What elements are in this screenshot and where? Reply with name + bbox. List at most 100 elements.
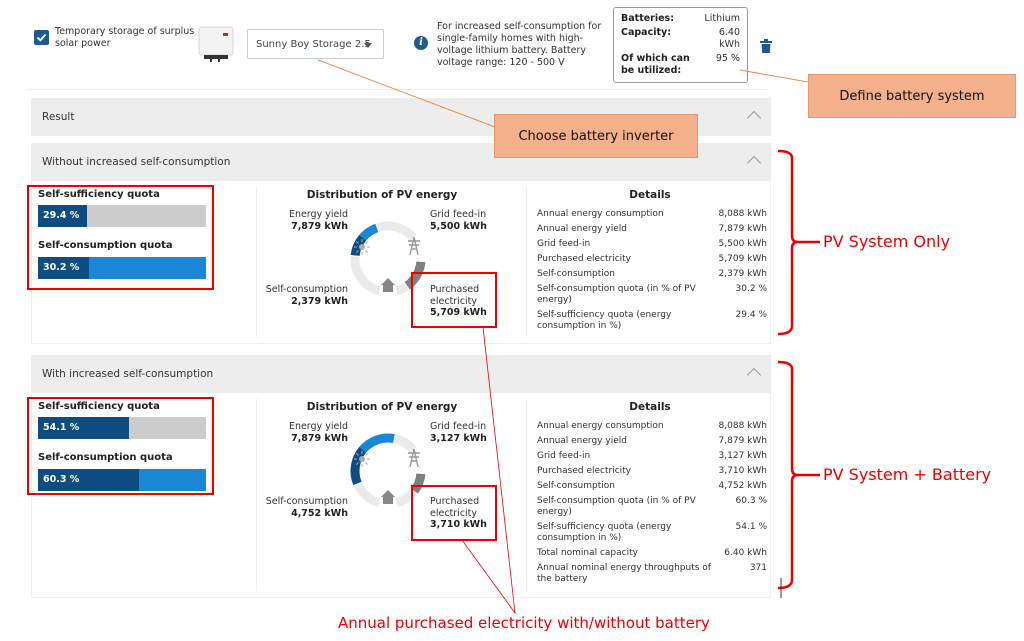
distribution-title: Distribution of PV energy — [306, 189, 458, 201]
details-value: 6.40 kWh — [724, 548, 767, 558]
pv-feed-in-arc — [376, 221, 417, 241]
grid-feed-caption: Grid feed-in — [430, 421, 487, 432]
section-header-with[interactable]: With increased self-consumption — [31, 355, 771, 393]
details-title: Details — [629, 189, 671, 201]
details-label: Grid feed-in — [537, 451, 591, 461]
details-value: 2,379 kWh — [718, 269, 767, 279]
self-sufficiency-label: Self-sufficiency quota — [38, 189, 160, 200]
info-icon[interactable]: i — [414, 36, 428, 50]
section-panel-without: Self-sufficiency quota 29.4 % Self-consu… — [31, 181, 771, 344]
battery-inverter-select[interactable]: Sunny Boy Storage 2.5 — [247, 29, 384, 59]
energy-yield-value: 7,879 kWh — [291, 432, 348, 444]
details-value: 7,879 kWh — [718, 436, 767, 446]
battery-summary-box: Batteries: Lithium Capacity: 6.40 kWh Of… — [613, 7, 748, 83]
chevron-down-icon — [364, 43, 372, 48]
self-sufficiency-label: Self-sufficiency quota — [38, 401, 160, 412]
chevron-up-icon[interactable] — [746, 367, 762, 383]
energy-yield-label: Energy yield 7,879 kWh — [262, 421, 348, 444]
purchased-remaining-arc — [395, 488, 418, 508]
divider — [526, 399, 527, 591]
details-label: Self-consumption quota (in % of PV energ… — [537, 284, 696, 305]
battery-type-row: Batteries: Lithium — [621, 13, 740, 25]
pv-only-annotation: PV System Only — [823, 232, 951, 251]
self-sufficiency-fill — [38, 205, 88, 227]
self-sufficiency-value: 29.4 % — [43, 210, 80, 221]
pv-self-consumed-arc — [359, 223, 379, 241]
energy-yield-label: Energy yield 7,879 kWh — [262, 209, 348, 232]
details-value: 30.2 % — [735, 284, 767, 294]
details-value: 60.3 % — [735, 496, 767, 506]
storage-checkbox-label: Temporary storage of surplus solar power — [55, 26, 195, 49]
section-panel-with: Self-sufficiency quota 54.1 % Self-consu… — [31, 393, 771, 598]
consumption-remaining-arc — [353, 482, 381, 508]
self-consumption-fill — [38, 469, 140, 491]
choose-inverter-callout: Choose battery inverter — [494, 114, 698, 158]
battery-usable-value: 95 % — [715, 53, 740, 64]
battery-usable-label: Of which can be utilized: — [621, 53, 690, 76]
details-row: Self-sufficiency quota (energy consumpti… — [537, 522, 767, 544]
details-label: Self-consumption quota (in % of PV energ… — [537, 496, 696, 517]
check-icon — [36, 33, 47, 42]
pv-battery-bracket — [777, 360, 820, 590]
pv-self-consumed-arc — [359, 433, 395, 453]
details-value: 8,088 kWh — [718, 421, 767, 431]
details-label: Total nominal capacity — [537, 548, 638, 558]
details-row: Annual energy consumption 8,088 kWh — [537, 209, 767, 220]
purchased-caption: Purchased electricity — [430, 496, 480, 519]
details-label: Annual energy consumption — [537, 209, 664, 219]
storage-checkbox[interactable] — [34, 30, 49, 45]
pv-distribution-ring — [350, 433, 426, 508]
battery-inverter-image — [196, 24, 240, 64]
details-row: Self-consumption quota (in % of PV energ… — [537, 496, 767, 518]
details-label: Annual energy yield — [537, 436, 627, 446]
details-value: 4,752 kWh — [718, 481, 767, 491]
self-consumption-value: 30.2 % — [43, 262, 80, 273]
details-label: Self-sufficiency quota (energy consumpti… — [537, 310, 672, 331]
divider — [256, 187, 257, 337]
details-label: Self-consumption — [537, 269, 615, 279]
battery-type-label: Batteries: — [621, 13, 675, 24]
details-title: Details — [629, 401, 671, 413]
details-label: Annual nominal energy throughputs of the… — [537, 563, 711, 584]
purchased-caption: Purchased electricity — [430, 284, 480, 307]
pv-feed-in-arc — [393, 434, 417, 453]
details-row: Annual energy yield 7,879 kWh — [537, 436, 767, 447]
details-label: Annual energy yield — [537, 224, 627, 234]
self-consumption-bar: 60.3 % — [38, 469, 206, 491]
energy-yield-value: 7,879 kWh — [291, 220, 348, 232]
pv-distribution-ring — [350, 221, 426, 296]
self-sufficiency-fill — [38, 417, 129, 439]
purchased-remaining-arc — [395, 282, 409, 296]
details-label: Annual energy consumption — [537, 421, 664, 431]
details-row: Total nominal capacity 6.40 kWh — [537, 548, 767, 559]
details-label: Self-sufficiency quota (energy consumpti… — [537, 522, 672, 543]
chevron-up-icon[interactable] — [746, 110, 762, 126]
pv-battery-annotation: PV System + Battery — [823, 465, 992, 484]
details-label: Self-consumption — [537, 481, 615, 491]
distribution-title: Distribution of PV energy — [306, 401, 458, 413]
purchased-highlight-box — [411, 272, 497, 328]
self-consumption-caption: Self-consumption — [265, 284, 348, 295]
details-label: Purchased electricity — [537, 254, 631, 264]
self-consumption-label: Self-consumption quota — [38, 452, 173, 463]
details-value: 5,500 kWh — [718, 239, 767, 249]
self-consumption-caption: Self-consumption — [265, 496, 348, 507]
purchased-electricity-arc — [404, 261, 426, 290]
pv-only-bracket — [777, 149, 820, 336]
chevron-up-icon[interactable] — [746, 155, 762, 171]
divider — [526, 187, 527, 337]
details-value: 8,088 kWh — [718, 209, 767, 219]
self-consumption-fill — [38, 257, 89, 279]
power-pylon-icon — [408, 236, 420, 256]
grid-feed-value: 5,500 kWh — [430, 220, 487, 232]
trash-icon[interactable] — [760, 38, 772, 53]
grid-feed-caption: Grid feed-in — [430, 209, 487, 220]
power-pylon-icon — [408, 448, 420, 468]
details-row: Self-consumption 2,379 kWh — [537, 269, 767, 280]
self-sufficiency-value: 54.1 % — [43, 422, 80, 433]
energy-yield-caption: Energy yield — [288, 209, 348, 220]
